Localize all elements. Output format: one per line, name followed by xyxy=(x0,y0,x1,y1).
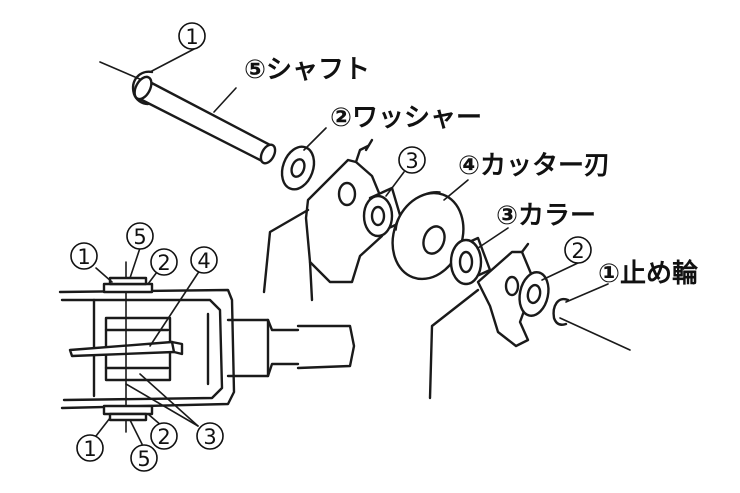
callout-4-assembled: 4 xyxy=(190,246,218,274)
callout-2-assembled-bottom: 2 xyxy=(150,422,178,450)
label-shaft: ⑤シャフト xyxy=(244,55,370,85)
callout-2-assembled-top: 2 xyxy=(150,248,178,276)
callout-3-exploded-left: 3 xyxy=(398,146,426,174)
leader-collar-left xyxy=(385,171,405,197)
label-cutter: ④カッター刃 xyxy=(458,151,610,181)
callout-5-assembled-top: 5 xyxy=(126,222,154,250)
callout-5-assembled-bottom: 5 xyxy=(130,444,158,472)
leader-collar-right xyxy=(477,227,509,249)
svg-text:2: 2 xyxy=(571,239,584,263)
leader-washer-right xyxy=(541,261,581,281)
svg-text:5: 5 xyxy=(137,447,150,471)
label-collar: ③カラー xyxy=(496,201,596,231)
leader-stop-ring-right xyxy=(565,283,609,303)
collar-left xyxy=(362,186,404,238)
callout-1-assembled-top: 1 xyxy=(70,242,98,270)
leader-stop-ring-top xyxy=(149,47,197,73)
washer-right xyxy=(518,271,550,317)
callout-3-assembled: 3 xyxy=(196,422,224,450)
svg-text:2: 2 xyxy=(157,251,170,275)
label-stop-ring: ①止め輪 xyxy=(598,258,699,289)
callout-2-exploded-right: 2 xyxy=(564,236,592,264)
svg-text:1: 1 xyxy=(83,437,96,461)
leader-cutter xyxy=(443,179,469,201)
label-washer: ②ワッシャー xyxy=(330,103,482,133)
cutter-blade xyxy=(391,191,465,281)
shaft xyxy=(131,70,277,165)
svg-text:3: 3 xyxy=(203,425,216,449)
leader-washer xyxy=(303,127,327,151)
svg-text:4: 4 xyxy=(197,249,210,273)
collar-right xyxy=(449,236,492,286)
stop-ring-right xyxy=(552,297,570,326)
stop-ring-on-shaft xyxy=(131,70,154,106)
axis-line-right xyxy=(559,317,631,351)
svg-text:1: 1 xyxy=(185,25,198,49)
shaft-axis-line xyxy=(99,61,143,81)
washer-left xyxy=(280,145,316,191)
bracket-right xyxy=(428,242,534,400)
svg-text:3: 3 xyxy=(405,149,418,173)
callout-1-assembled-bottom: 1 xyxy=(76,434,104,462)
leader-shaft xyxy=(213,87,237,113)
svg-text:2: 2 xyxy=(157,425,170,449)
bracket-left xyxy=(262,138,388,302)
assembled-view xyxy=(58,247,356,445)
callout-1-top: 1 xyxy=(178,22,206,50)
svg-text:1: 1 xyxy=(77,245,90,269)
svg-text:5: 5 xyxy=(133,225,146,249)
